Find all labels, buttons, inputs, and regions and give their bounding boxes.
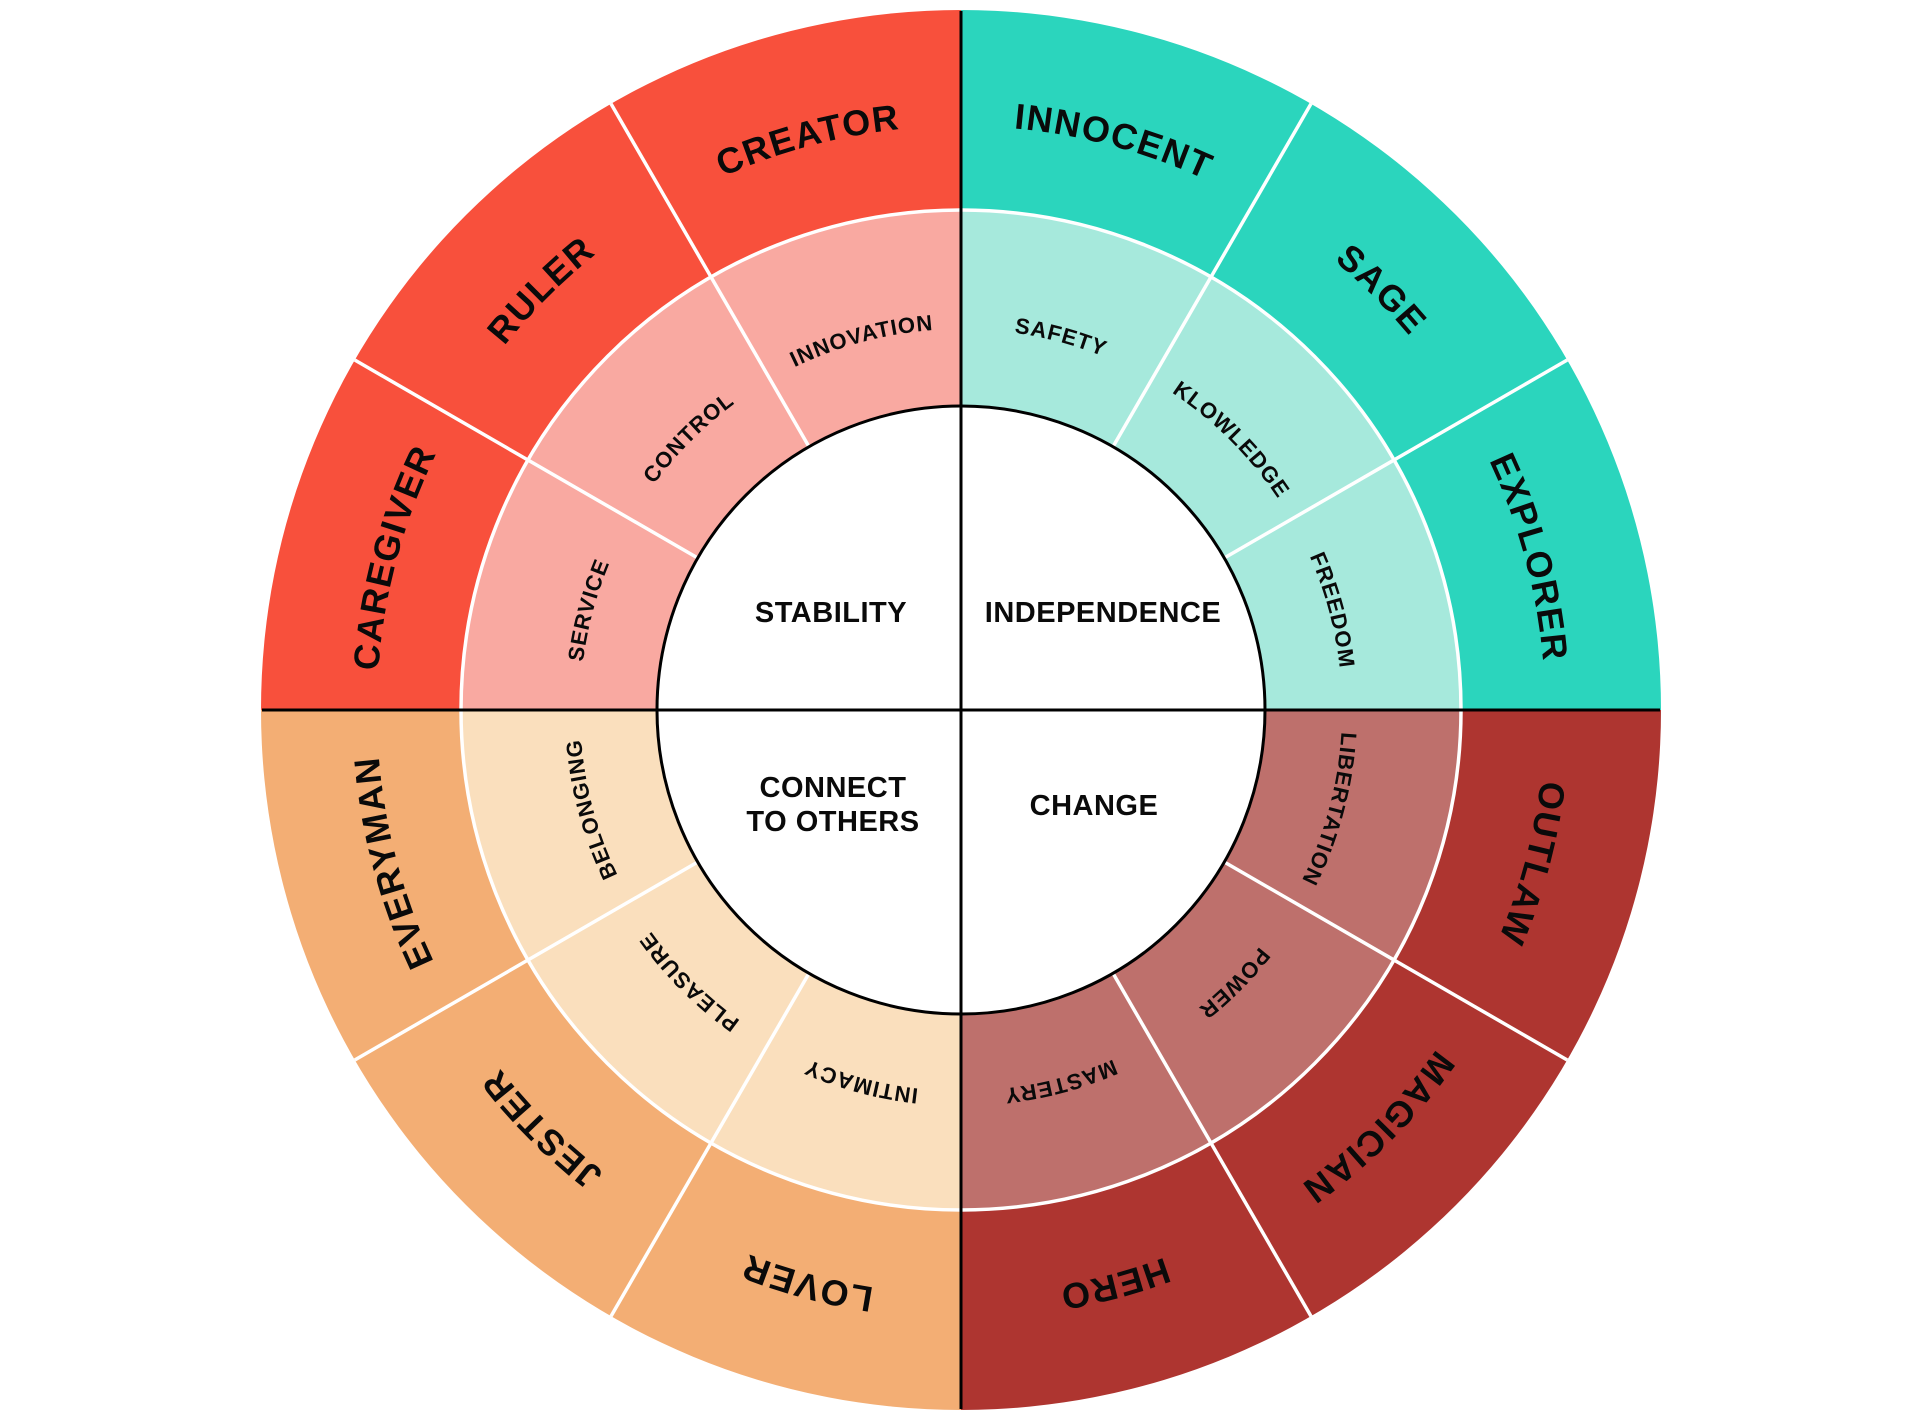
motivation-label-connect-to-others: TO OTHERS bbox=[746, 806, 919, 838]
quadrant-independence-outer-ring bbox=[961, 10, 1661, 710]
segment-divider bbox=[1111, 972, 1313, 1318]
motivation-label-independence: INDEPENDENCE bbox=[985, 597, 1221, 629]
segment-divider bbox=[1223, 860, 1569, 1062]
segment-divider bbox=[353, 358, 699, 560]
quadrant-stability-values-ring bbox=[461, 210, 961, 710]
segment-divider bbox=[609, 972, 811, 1318]
quadrant-connect-to-others-outer-ring bbox=[261, 710, 961, 1410]
quadrant-change-outer-ring bbox=[961, 710, 1661, 1410]
quadrant-change-values-ring bbox=[961, 710, 1461, 1210]
segment-divider bbox=[609, 102, 811, 448]
segment-divider bbox=[1111, 102, 1313, 448]
quadrant-stability-outer-ring bbox=[261, 10, 961, 710]
quadrant-connect-to-others-values-ring bbox=[461, 710, 961, 1210]
motivation-label-stability: STABILITY bbox=[755, 597, 907, 629]
segment-divider bbox=[353, 860, 699, 1062]
motivation-label-connect-to-others: CONNECT bbox=[760, 772, 907, 804]
segment-divider bbox=[1223, 358, 1569, 560]
quadrant-independence-values-ring bbox=[961, 210, 1461, 710]
motivation-label-change: CHANGE bbox=[1030, 790, 1159, 822]
